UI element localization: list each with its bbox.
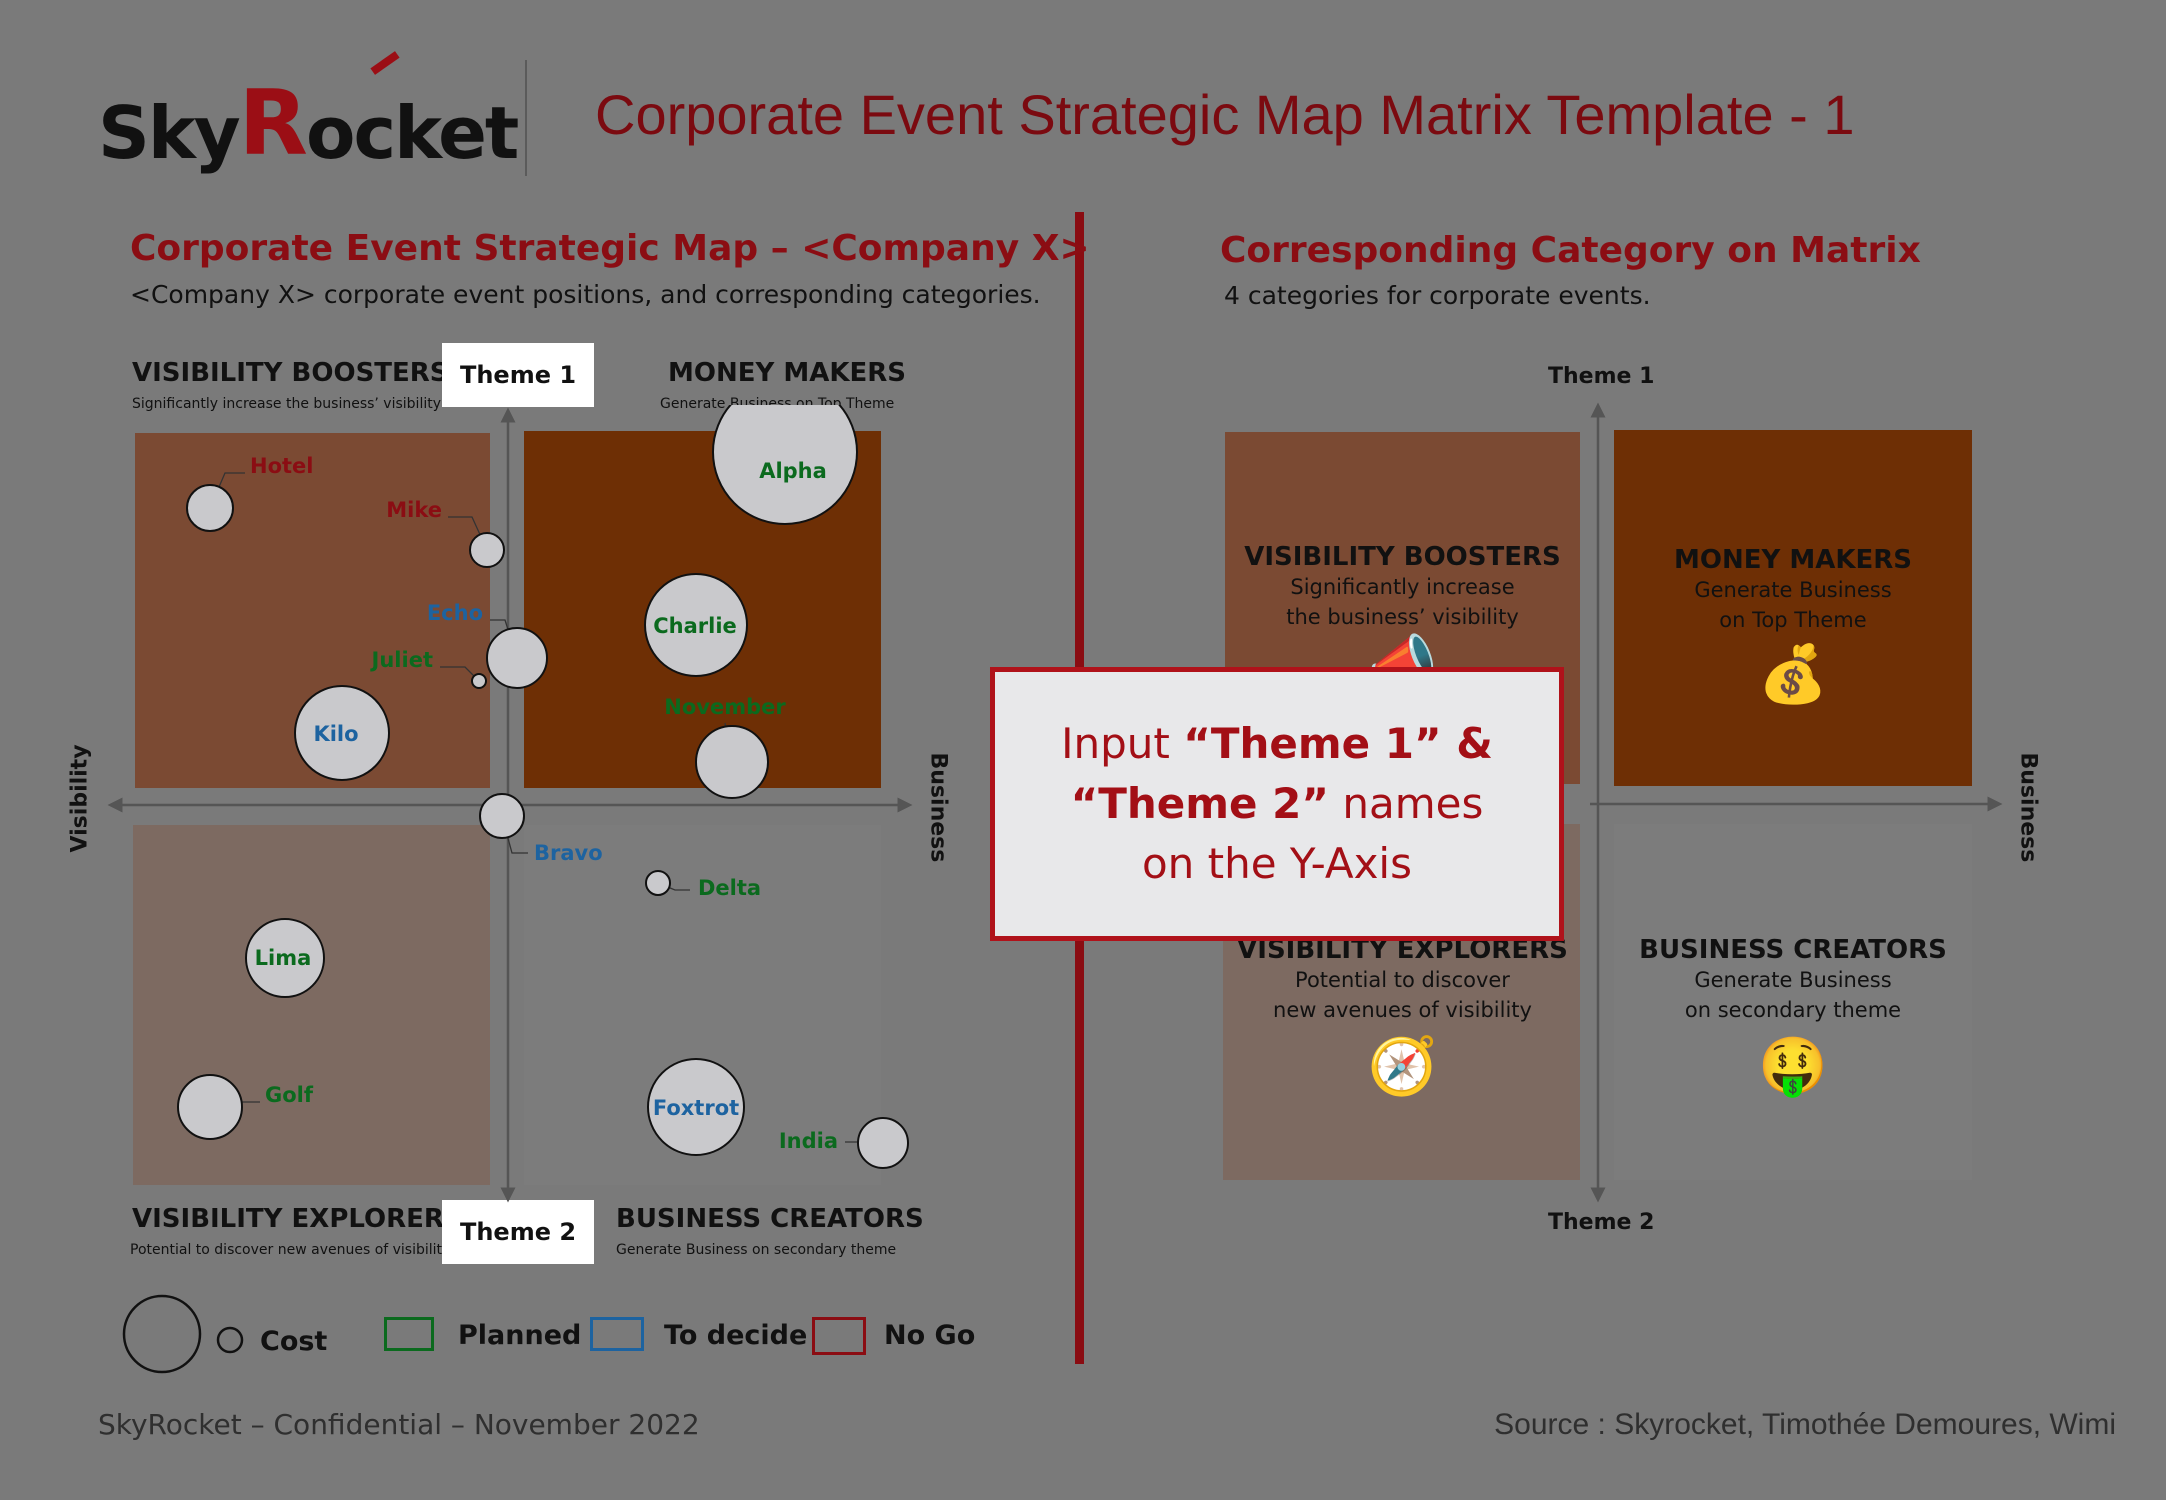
legend-no-go-swatch	[812, 1317, 866, 1355]
bubble-label-juliet: Juliet	[370, 648, 433, 672]
left-y-axis-label: Visibility	[67, 744, 93, 853]
left-q-tl-desc: Significantly increase the business’ vis…	[132, 396, 441, 412]
left-q-tl-title: VISIBILITY BOOSTERS	[132, 358, 449, 388]
right-q-tl-line1: Significantly increase	[1290, 575, 1515, 599]
instruction-callout: Input “Theme 1” & “Theme 2” names on the…	[990, 667, 1564, 941]
right-q-tr-line2: on Top Theme	[1719, 608, 1867, 632]
right-q-bl-text: VISIBILITY EXPLORERS Potential to discov…	[1225, 935, 1580, 1097]
right-q-br-fill	[1614, 824, 1972, 1180]
legend-cost-large-circle	[122, 1294, 202, 1374]
footer-source: Source : Skyrocket, Timothée Demoures, W…	[1494, 1408, 2116, 1441]
bubble-label-echo: Echo	[427, 601, 483, 625]
legend-planned-swatch	[384, 1317, 434, 1351]
bubble-hotel	[186, 484, 234, 532]
left-q-br-desc: Generate Business on secondary theme	[616, 1242, 897, 1258]
logo-text: SkyRocket	[98, 71, 519, 176]
right-q-tl-text: VISIBILITY BOOSTERS Significantly increa…	[1225, 542, 1580, 692]
bubble-mike	[469, 532, 505, 568]
bubble-label-kilo: Kilo	[313, 722, 358, 746]
compass-icon: 🧭	[1367, 1034, 1438, 1099]
right-q-tr-line1: Generate Business	[1694, 578, 1892, 602]
right-q-tr-title: MONEY MAKERS	[1673, 545, 1913, 575]
bubble-charlie	[644, 573, 748, 677]
bubble-label-hotel: Hotel	[250, 454, 313, 478]
right-q-tr-fill	[1614, 430, 1972, 786]
right-q-br-line1: Generate Business	[1694, 968, 1892, 992]
bubble-golf	[177, 1074, 243, 1140]
bubble-alpha	[712, 405, 858, 525]
callout-text: Input “Theme 1” & “Theme 2” names on the…	[1061, 719, 1493, 888]
right-q-bl-line1: Potential to discover	[1295, 968, 1510, 992]
bubble-bravo	[479, 793, 525, 839]
legend-cost-circles	[122, 1294, 244, 1374]
legend-to-decide-swatch	[590, 1317, 644, 1351]
bubble-label-delta: Delta	[698, 876, 761, 900]
bubble-label-alpha: Alpha	[759, 459, 827, 483]
right-theme2-label: Theme 2	[1548, 1210, 1655, 1235]
legend-cost-small-circle	[216, 1326, 244, 1354]
left-theme2-box[interactable]: Theme 2	[442, 1200, 594, 1264]
logo-accent-mark	[370, 51, 400, 75]
bubble-label-lima: Lima	[255, 946, 312, 970]
bubble-label-bravo: Bravo	[534, 841, 603, 865]
right-q-br-title: BUSINESS CREATORS	[1639, 935, 1947, 965]
right-theme1-label: Theme 1	[1548, 364, 1655, 389]
bubble-label-charlie: Charlie	[653, 614, 737, 638]
legend-to-decide-label: To decide	[664, 1320, 808, 1351]
header-divider	[525, 60, 527, 176]
right-q-tl-title: VISIBILITY BOOSTERS	[1244, 542, 1561, 572]
legend-cost-label: Cost	[260, 1326, 328, 1357]
left-q-bl-title: VISIBILITY EXPLORERS	[132, 1204, 463, 1234]
bubble-kilo	[294, 685, 390, 781]
bubble-label-november: November	[664, 695, 786, 719]
skyrocket-logo: SkyRocket	[98, 51, 519, 176]
right-q-bl-line2: new avenues of visibility	[1273, 998, 1532, 1022]
left-q-tr-title: MONEY MAKERS	[668, 358, 907, 388]
right-q-tl-line2: the business’ visibility	[1286, 605, 1519, 629]
page-title: Corporate Event Strategic Map Matrix Tem…	[595, 83, 1855, 146]
footer-confidential: SkyRocket – Confidential – November 2022	[98, 1408, 700, 1441]
left-q-bl-desc: Potential to discover new avenues of vis…	[130, 1242, 451, 1258]
left-q-bl-fill	[133, 825, 490, 1185]
right-q-br-line2: on secondary theme	[1684, 998, 1902, 1022]
bubble-label-golf: Golf	[265, 1083, 314, 1107]
bubble-lima	[245, 918, 325, 998]
bubble-label-mike: Mike	[386, 498, 442, 522]
left-q-br-title: BUSINESS CREATORS	[616, 1204, 924, 1234]
left-subheading: <Company X> corporate event positions, a…	[130, 280, 1041, 309]
bubble-india	[857, 1117, 909, 1169]
left-heading: Corporate Event Strategic Map – <Company…	[130, 228, 1090, 269]
right-subheading: 4 categories for corporate events.	[1224, 281, 1651, 310]
left-theme1-box[interactable]: Theme 1	[442, 343, 594, 407]
bubble-foxtrot	[647, 1058, 745, 1156]
bubble-echo	[486, 627, 548, 689]
bubble-delta	[645, 870, 671, 896]
right-q-br-text: BUSINESS CREATORS Generate Business on s…	[1614, 935, 1972, 1097]
right-x-axis-label: Business	[2015, 752, 2041, 863]
right-heading: Corresponding Category on Matrix	[1220, 230, 1921, 271]
legend-planned-label: Planned	[458, 1320, 582, 1351]
money-face-icon: 🤑	[1758, 1034, 1828, 1099]
right-q-tr-text: MONEY MAKERS Generate Business on Top Th…	[1614, 545, 1972, 705]
bubble-label-india: India	[779, 1129, 838, 1153]
bubble-label-foxtrot: Foxtrot	[653, 1096, 739, 1120]
bubble-november	[695, 725, 769, 799]
bubble-juliet	[471, 673, 487, 689]
legend-no-go-label: No Go	[884, 1320, 976, 1351]
money-bag-icon: 💰	[1758, 642, 1828, 707]
